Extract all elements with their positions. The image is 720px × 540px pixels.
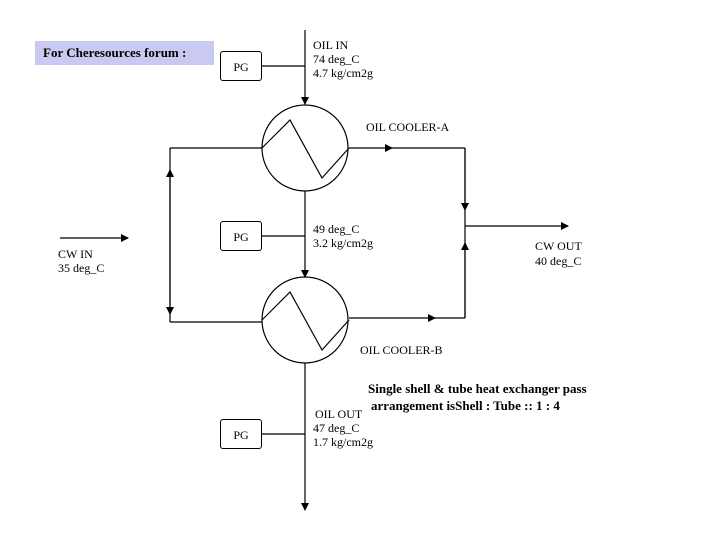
cw-in-temp: 35 deg_C bbox=[58, 261, 105, 275]
cw-out-title: CW OUT bbox=[535, 239, 582, 253]
oil-in-pressure: 4.7 kg/cm2g bbox=[313, 66, 373, 80]
intermediate-pressure: 3.2 kg/cm2g bbox=[313, 236, 373, 250]
cw-in-title: CW IN bbox=[58, 247, 93, 261]
pressure-gauge-intermediate: PG bbox=[220, 221, 262, 251]
pressure-gauge-oil-out: PG bbox=[220, 419, 262, 449]
oil-in-title: OIL IN bbox=[313, 38, 349, 52]
note-line-2: arrangement isShell : Tube :: 1 : 4 bbox=[371, 398, 560, 413]
oil-out-temp: 47 deg_C bbox=[313, 421, 360, 435]
cooler-b-tube-symbol bbox=[261, 291, 350, 352]
cooler-a-label: OIL COOLER-A bbox=[366, 120, 450, 134]
intermediate-temp: 49 deg_C bbox=[313, 222, 360, 236]
oil-in-temp: 74 deg_C bbox=[313, 52, 360, 66]
cooler-b-label: OIL COOLER-B bbox=[360, 343, 443, 357]
cw-out-temp: 40 deg_C bbox=[535, 254, 582, 268]
oil-out-pressure: 1.7 kg/cm2g bbox=[313, 435, 373, 449]
pressure-gauge-oil-in: PG bbox=[220, 51, 262, 81]
oil-out-title: OIL OUT bbox=[315, 407, 363, 421]
note-line-1: Single shell & tube heat exchanger pass bbox=[368, 381, 587, 396]
forum-label: For Cheresources forum : bbox=[35, 41, 214, 65]
cooler-a-tube-symbol bbox=[261, 119, 350, 180]
